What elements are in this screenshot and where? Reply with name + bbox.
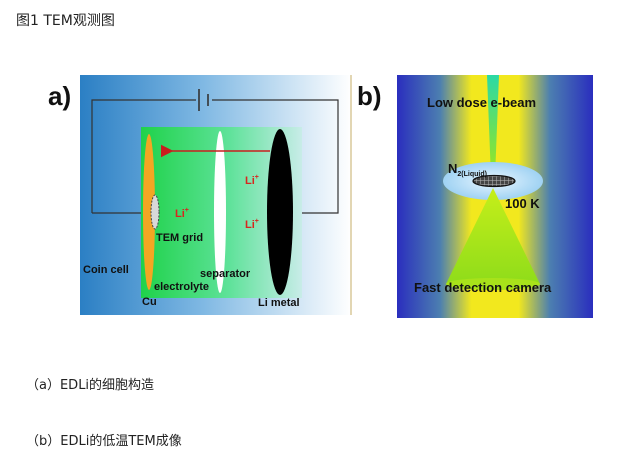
circuit-wire-right bbox=[212, 99, 339, 214]
camera-label: Fast detection camera bbox=[414, 280, 552, 295]
camera-plane bbox=[446, 278, 540, 290]
e-beam-label: Low dose e-beam bbox=[427, 95, 536, 110]
li-ion-label-1: Li+ bbox=[245, 174, 259, 187]
electrolyte-label: electrolyte bbox=[154, 281, 209, 293]
panel-b-label: b) bbox=[357, 81, 382, 111]
n2-liquid-label: N2(Liquid) bbox=[448, 161, 487, 178]
sample-grid bbox=[472, 174, 516, 188]
transmitted-beam-cone bbox=[446, 188, 540, 284]
panel-b: b) Low dose e-beam N2(Liquid) 100 K Fast… bbox=[357, 75, 593, 318]
separator-label: separator bbox=[200, 268, 251, 280]
tem-grid-shape bbox=[150, 194, 160, 230]
coin-cell-label: Coin cell bbox=[83, 264, 129, 276]
panel-a: a) Li+ Li+ Li+ TEM grid Coin cell separa… bbox=[48, 75, 352, 315]
page-title: 图1 TEM观测图 bbox=[16, 13, 115, 29]
separator-shape bbox=[214, 131, 226, 293]
temperature-label: 100 K bbox=[505, 196, 540, 211]
caption-a: （a）EDLi的细胞构造 bbox=[26, 378, 155, 393]
caption-b: （b）EDLi的低温TEM成像 bbox=[26, 434, 182, 449]
li-metal-label: Li metal bbox=[258, 297, 300, 309]
li-ion-label-3: Li+ bbox=[245, 218, 259, 231]
tem-grid-label: TEM grid bbox=[156, 232, 203, 244]
circuit-wire-left bbox=[91, 99, 196, 213]
electron-beam bbox=[487, 75, 499, 178]
cu-electrode bbox=[143, 134, 155, 290]
panel-a-label: a) bbox=[48, 81, 71, 111]
li-ion-label-2: Li+ bbox=[175, 207, 189, 220]
cu-label: Cu bbox=[142, 296, 157, 308]
li-metal-electrode bbox=[267, 129, 293, 295]
